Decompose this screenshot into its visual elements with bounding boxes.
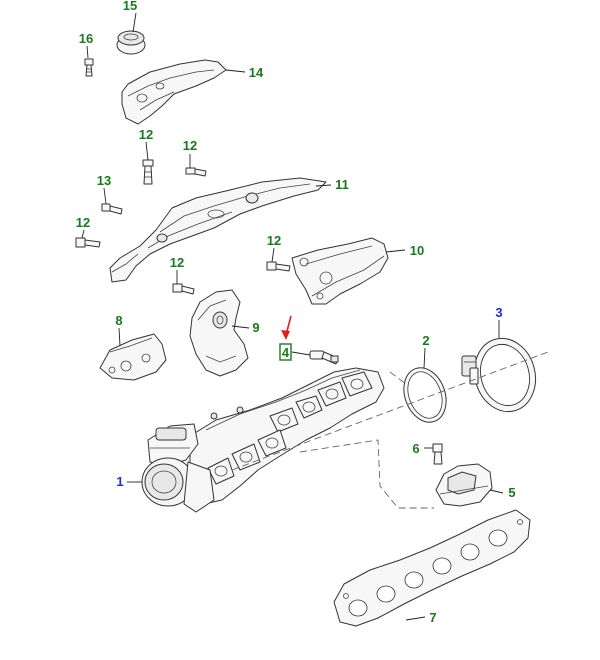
part-12-screw-top[interactable]	[142, 159, 154, 185]
callout-7[interactable]: 7	[429, 610, 436, 625]
part-5-bracket[interactable]	[435, 463, 493, 507]
leader-4	[291, 351, 311, 356]
callout-5[interactable]: 5	[508, 485, 515, 500]
callout-14[interactable]: 14	[249, 65, 264, 80]
callout-3[interactable]: 3	[495, 305, 502, 320]
part-6-bolt[interactable]	[432, 443, 443, 465]
part-1-turbo-manifold-assembly[interactable]	[141, 367, 385, 513]
part-12-screw-lower[interactable]	[172, 283, 195, 295]
highlight-box-part-4	[279, 343, 292, 361]
part-7-manifold-gasket[interactable]	[333, 509, 531, 627]
callout-4[interactable]: 4	[282, 345, 290, 360]
part-2-gasket-ring[interactable]	[397, 362, 454, 428]
callout-12-top[interactable]: 12	[139, 127, 153, 142]
part-16-bolt[interactable]	[84, 58, 94, 77]
part-8-bracket[interactable]	[99, 333, 167, 381]
callout-10[interactable]: 10	[410, 243, 424, 258]
callout-12-mid[interactable]: 12	[267, 233, 281, 248]
part-9-turbo-shield[interactable]	[189, 289, 249, 377]
callout-1[interactable]: 1	[116, 474, 123, 489]
callout-12-lower[interactable]: 12	[170, 255, 184, 270]
part-14-heat-shield[interactable]	[121, 59, 227, 125]
callout-2[interactable]: 2	[422, 333, 429, 348]
part-3-clamp[interactable]	[461, 331, 544, 418]
callout-15[interactable]: 15	[123, 0, 137, 13]
highlight-arrow	[281, 315, 292, 340]
callout-12-upper-right[interactable]: 12	[183, 138, 197, 153]
part-13-screw[interactable]	[101, 203, 123, 215]
part-12-screw-upper-right[interactable]	[185, 167, 207, 177]
part-10-bracket[interactable]	[291, 237, 389, 305]
callout-16[interactable]: 16	[79, 31, 93, 46]
callout-8[interactable]: 8	[115, 313, 122, 328]
part-12-screw-mid[interactable]	[266, 261, 291, 272]
callout-12-left[interactable]: 12	[76, 215, 90, 230]
callout-labels: 15 16 14 12 12 13 11 12 12 10 12 8 9 4 2…	[76, 0, 516, 625]
part-11-heat-shield[interactable]	[109, 177, 327, 283]
callout-13[interactable]: 13	[97, 173, 111, 188]
part-12-screw-left[interactable]	[75, 237, 101, 248]
leader-lines	[81, 12, 504, 621]
part-4-sensor[interactable]	[309, 350, 339, 365]
part-15-cap[interactable]	[116, 30, 146, 55]
callout-6[interactable]: 6	[412, 441, 419, 456]
assembly-axis-lines	[231, 351, 549, 509]
callout-11[interactable]: 11	[335, 177, 349, 192]
callout-9[interactable]: 9	[252, 320, 259, 335]
